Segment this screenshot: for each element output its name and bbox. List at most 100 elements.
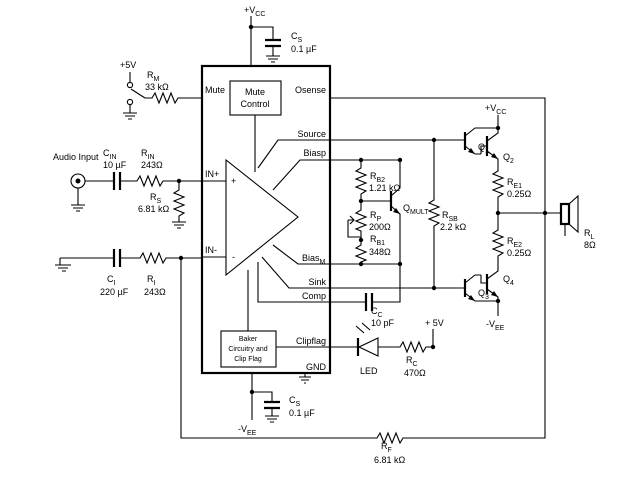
vcc-top-junction bbox=[248, 24, 254, 30]
led-light-arrows bbox=[355, 322, 371, 334]
q2-collector bbox=[486, 115, 499, 142]
q2-vcc-sub: CC bbox=[496, 109, 506, 116]
ri-name-main: R bbox=[147, 274, 154, 284]
speaker-body bbox=[559, 202, 571, 226]
pin-source-label: Source bbox=[297, 129, 326, 139]
ri-name: RI bbox=[147, 274, 156, 287]
internal-sink bbox=[261, 256, 330, 289]
q4-vee-sub: EE bbox=[495, 325, 505, 332]
rb1-name-main: R bbox=[370, 234, 377, 244]
q3-name-main: Q bbox=[478, 288, 485, 298]
cs-bottom-name-sub: S bbox=[296, 401, 301, 408]
cs-bottom-name-main: C bbox=[289, 395, 296, 405]
cc-value: 10 pF bbox=[371, 318, 395, 328]
re1-name-sub: E1 bbox=[514, 183, 523, 190]
re1-resistor bbox=[491, 166, 505, 213]
pin-osense-label: Osense bbox=[295, 85, 326, 95]
q2-vcc-main: +V bbox=[485, 103, 496, 113]
q4-collector bbox=[486, 266, 499, 280]
cc-capacitor bbox=[364, 293, 374, 311]
re1-value: 0.25Ω bbox=[507, 189, 532, 199]
rsb-name-sub: SB bbox=[449, 216, 459, 223]
rf-name: RF bbox=[381, 441, 392, 454]
cs-top-name-main: C bbox=[291, 31, 298, 41]
rc-name: RC bbox=[406, 355, 418, 368]
cs-top-value: 0.1 µF bbox=[291, 44, 317, 54]
q2-name-main: Q bbox=[503, 152, 510, 162]
q2-name-sub: 2 bbox=[510, 158, 514, 165]
ci-name-sub: I bbox=[114, 280, 116, 287]
plus5v-mute-label: +5V bbox=[120, 60, 136, 70]
rm-name: RM bbox=[147, 70, 160, 83]
rp-wiper-arrow bbox=[349, 215, 355, 225]
rs-name: RS bbox=[150, 192, 162, 205]
qmult-name-main: Q bbox=[403, 203, 410, 213]
cs-top-name: CS bbox=[291, 31, 303, 44]
rp-potentiometer bbox=[354, 201, 368, 240]
mute-switch-lever bbox=[130, 88, 146, 99]
audio-input-jack-center bbox=[75, 178, 81, 184]
ci-name: CI bbox=[107, 274, 116, 287]
vee-bottom-main: -V bbox=[238, 424, 247, 434]
re2-name-main: R bbox=[507, 236, 514, 246]
re2-value: 0.25Ω bbox=[507, 248, 532, 258]
comp-wire bbox=[330, 264, 401, 303]
qmult-collector bbox=[390, 160, 401, 197]
rc-value: 470Ω bbox=[404, 368, 426, 378]
cs-top-capacitor bbox=[265, 38, 281, 48]
rm-name-main: R bbox=[147, 70, 154, 80]
rf-name-sub: F bbox=[388, 447, 392, 454]
osense-wire bbox=[330, 97, 546, 213]
qmult-name-sub: MULT bbox=[410, 209, 429, 216]
mute-control-label-2: Control bbox=[240, 99, 269, 109]
rl-name-sub: L bbox=[591, 234, 595, 241]
q1q2-collector-junction bbox=[495, 125, 501, 131]
led-label: LED bbox=[360, 366, 378, 376]
ci-capacitor bbox=[112, 249, 122, 267]
qmult-name: QMULT bbox=[403, 203, 429, 216]
cs-bottom-ground bbox=[265, 408, 279, 423]
q1-emitter-arrow bbox=[468, 148, 475, 154]
cs-top-ground bbox=[266, 46, 280, 63]
vcc-top-main: +V bbox=[244, 5, 255, 15]
rb1-value: 348Ω bbox=[369, 247, 391, 257]
q4-base-wire bbox=[480, 275, 486, 284]
baker-label-3: Clip Flag bbox=[234, 356, 262, 363]
vee-bottom-junction bbox=[249, 389, 255, 395]
cin-name-main: C bbox=[103, 148, 110, 158]
op-amp-triangle bbox=[225, 158, 299, 277]
rb1-name: RB1 bbox=[370, 234, 385, 247]
pin-in-plus-label: IN+ bbox=[205, 169, 219, 179]
bias-m-sub: M bbox=[320, 259, 326, 266]
mute-switch-top-contact bbox=[126, 81, 134, 89]
rp-name: RP bbox=[370, 210, 382, 223]
ic-body bbox=[200, 64, 332, 375]
rl-name: RL bbox=[584, 228, 595, 241]
baker-label-2: Circuitry and bbox=[228, 346, 267, 353]
mute-gnd-wire bbox=[123, 105, 137, 120]
audio-input-label: Audio Input bbox=[53, 152, 99, 162]
qmult-emitter bbox=[390, 205, 401, 264]
rp-name-main: R bbox=[370, 210, 377, 220]
led-triangle bbox=[357, 337, 379, 357]
q4-name: Q4 bbox=[503, 274, 514, 287]
q3-name-sub: 3 bbox=[485, 294, 489, 301]
q3-emitter-arrow bbox=[468, 295, 475, 301]
pin-in-minus-label: IN- bbox=[205, 245, 217, 255]
cs-bottom-capacitor bbox=[264, 400, 280, 410]
rs-name-main: R bbox=[150, 192, 157, 202]
q2-base-wire bbox=[480, 145, 486, 154]
rb1-name-sub: B1 bbox=[377, 240, 386, 247]
rsb-value: 2.2 kΩ bbox=[440, 222, 467, 232]
q2-vcc-label: +VCC bbox=[485, 103, 506, 116]
plus5v-clip-label: + 5V bbox=[425, 318, 444, 328]
cs-bottom-value: 0.1 µF bbox=[289, 408, 315, 418]
pin-comp-label: Comp bbox=[302, 291, 326, 301]
vee-bottom-wire bbox=[251, 373, 273, 420]
rf-value: 6.81 kΩ bbox=[374, 455, 406, 465]
cs-bottom-name: CS bbox=[289, 395, 301, 408]
vee-bottom-label: -VEE bbox=[238, 424, 257, 437]
ci-name-main: C bbox=[107, 274, 114, 284]
pin-gnd-label: GND bbox=[306, 362, 327, 372]
mute-control-label-1: Mute bbox=[245, 87, 265, 97]
